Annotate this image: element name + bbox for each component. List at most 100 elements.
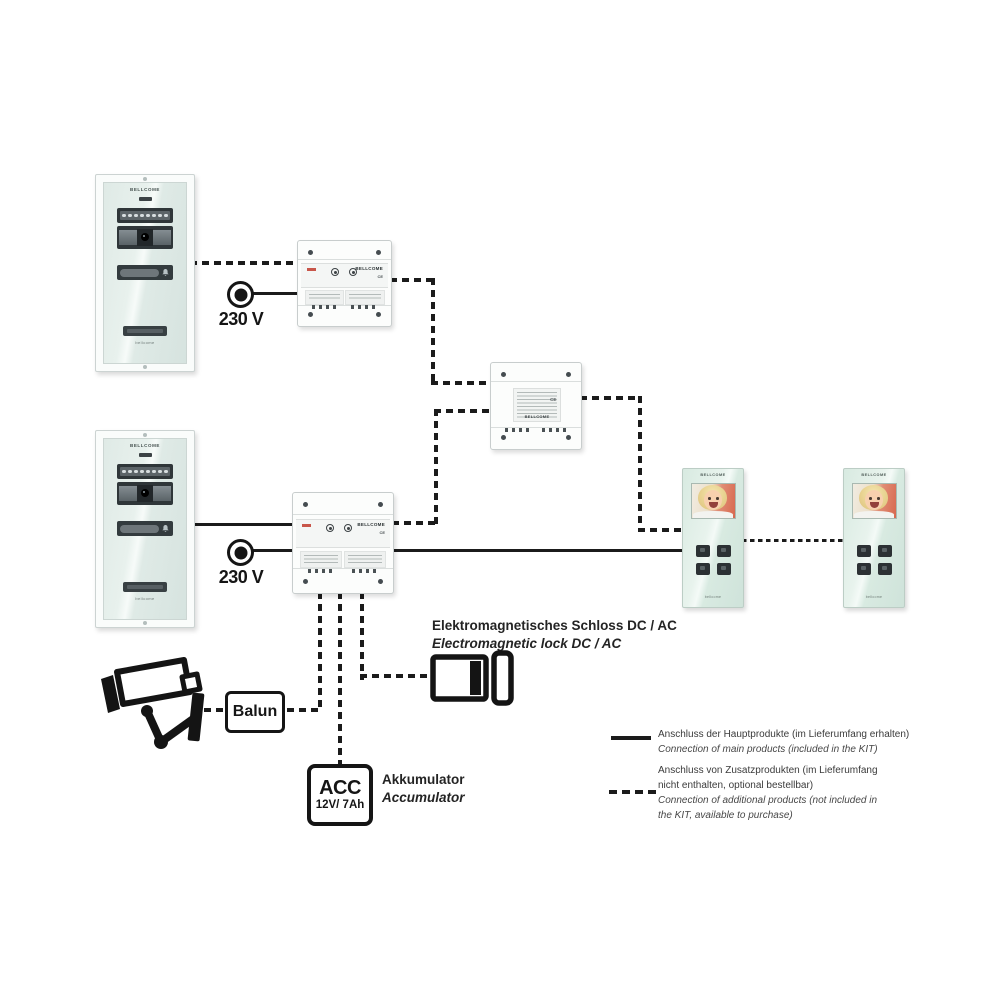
label-sticker xyxy=(344,551,386,568)
indoor-monitor-1: BELLCOME bellcome xyxy=(682,468,744,608)
accumulator-label-de: Akkumulator xyxy=(382,772,465,787)
nameplate-module xyxy=(117,265,173,280)
power-plug-icon-bottom xyxy=(227,539,254,566)
screw-icon xyxy=(566,435,571,440)
monitor-button xyxy=(696,563,710,575)
screw-icon xyxy=(308,250,313,255)
camera-module xyxy=(117,482,173,505)
legend-main-en: Connection of main products (included in… xyxy=(658,744,878,755)
dashed-link-distributor-out-right xyxy=(580,396,642,400)
dashed-link-psu-top-out xyxy=(390,278,437,282)
dashed-link-distributor-out-left xyxy=(434,409,490,413)
voltage-label-bottom: 230 V xyxy=(218,567,264,587)
speaker-grille xyxy=(123,326,167,336)
monitor-button xyxy=(878,545,892,557)
cctv-camera-icon xyxy=(101,657,205,749)
acc-title: ACC xyxy=(319,777,361,800)
dashed-link-psu-to-acc xyxy=(338,592,342,764)
legend-solid-line-sample xyxy=(611,736,651,740)
screw-icon xyxy=(501,372,506,377)
brand-logo: BELLCOME xyxy=(700,473,726,477)
terminal-row xyxy=(504,427,531,432)
screw-icon xyxy=(378,579,383,584)
video-screen xyxy=(691,483,736,519)
solid-link-230v-top-to-psu xyxy=(251,292,297,295)
bell-icon xyxy=(162,269,169,276)
terminal-row xyxy=(352,569,378,573)
dashed-link-distributor-down xyxy=(434,409,438,525)
accumulator-box: ACC 12V/ 7Ah xyxy=(307,764,373,826)
screw-icon xyxy=(303,502,308,507)
screw-icon xyxy=(376,250,381,255)
screw-icon xyxy=(376,312,381,317)
terminal-icon xyxy=(349,268,357,277)
voltage-label-top: 230 V xyxy=(218,309,264,329)
terminal-icon xyxy=(344,524,352,532)
dashed-link-into-lock xyxy=(360,674,432,678)
screw-icon xyxy=(308,312,313,317)
video-distributor-module: CE BELLCOME xyxy=(490,362,582,450)
camera-module xyxy=(117,226,173,249)
power-plug-icon-top xyxy=(227,281,254,308)
power-led xyxy=(302,524,311,527)
dashed-link-psu-top-down xyxy=(431,278,435,386)
brand-logo: BELLCOME xyxy=(357,522,385,527)
dashed-link-into-monitor-1 xyxy=(638,528,682,532)
monitor-button xyxy=(717,545,731,557)
screw-icon xyxy=(303,579,308,584)
ce-mark: CE xyxy=(377,274,383,280)
screw-icon xyxy=(566,372,571,377)
speaker-slit xyxy=(139,453,152,457)
dashed-link-into-psu-bottom xyxy=(392,521,438,525)
power-led xyxy=(307,268,316,272)
brand-logo: BELLCOME xyxy=(129,443,161,448)
call-buttons-module xyxy=(117,208,173,223)
power-supply-module-top: BELLCOME CE xyxy=(297,240,392,327)
call-buttons-module xyxy=(117,464,173,479)
ce-mark: CE xyxy=(379,530,385,535)
power-supply-module-bottom: BELLCOME CE xyxy=(292,492,394,594)
label-sticker xyxy=(300,551,342,568)
outdoor-station-bottom: BELLCOME bellcome xyxy=(95,430,195,628)
screw-icon xyxy=(378,502,383,507)
accumulator-label-en: Accumulator xyxy=(382,790,465,805)
terminal-row xyxy=(351,305,378,309)
video-screen xyxy=(852,483,897,519)
brand-logo: BELLCOME xyxy=(524,413,550,419)
screw-icon xyxy=(143,621,147,625)
monitor-button xyxy=(857,545,871,557)
brand-footer: bellcome xyxy=(865,594,883,599)
monitor-buttons xyxy=(696,545,731,575)
brand-logo: BELLCOME xyxy=(355,266,383,272)
label-sticker xyxy=(345,290,385,306)
solid-link-psu-bottom-to-monitor xyxy=(392,549,682,552)
terminal-row xyxy=(541,427,568,432)
indoor-monitor-2: BELLCOME bellcome xyxy=(843,468,905,608)
screw-icon xyxy=(143,433,147,437)
lock-label-en: Electromagnetic lock DC / AC xyxy=(432,636,622,651)
electromagnetic-lock-icon xyxy=(430,650,514,706)
dashed-link-psu-to-balun-down xyxy=(318,592,322,712)
brand-footer: bellcome xyxy=(135,340,155,345)
brand-logo: BELLCOME xyxy=(861,473,887,477)
screw-icon xyxy=(143,177,147,181)
speaker-slit xyxy=(139,197,152,201)
legend-main-de: Anschluss der Hauptprodukte (im Lieferum… xyxy=(658,729,910,740)
terminal-icon xyxy=(326,524,334,532)
outdoor-station-top: BELLCOME bellcome xyxy=(95,174,195,372)
screw-icon xyxy=(501,435,506,440)
dashed-link-camera-to-balun xyxy=(204,708,225,712)
ce-mark: CE xyxy=(550,397,557,403)
brand-logo: BELLCOME xyxy=(129,187,161,192)
dashed-link-into-distributor xyxy=(431,381,490,385)
acc-capacity: 12V/ 7Ah xyxy=(315,799,365,812)
legend-additional-de-1: Anschluss von Zusatzprodukten (im Liefer… xyxy=(658,765,878,776)
dashed-link-monitor1-to-monitor2 xyxy=(742,539,843,542)
nameplate-module xyxy=(117,521,173,536)
solid-link-230v-bottom-to-psu xyxy=(251,549,292,552)
name-label xyxy=(120,268,159,277)
bell-icon xyxy=(162,525,169,532)
dashed-link-doorstation-top-to-psu xyxy=(190,261,297,265)
legend-dashed-line-sample xyxy=(609,790,656,794)
